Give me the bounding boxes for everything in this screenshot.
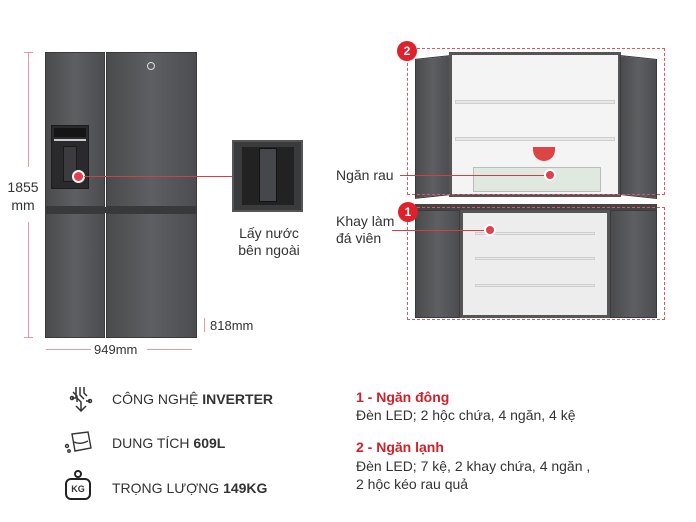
door-bottom-right <box>106 213 197 338</box>
fridge-compartment-outline <box>407 48 665 195</box>
ice-label: Khay làm đá viên <box>336 213 394 247</box>
inverter-circuit-icon <box>69 387 93 412</box>
feature-label: DUNG TÍCH <box>112 435 194 451</box>
compartment-desc: 2 hộc kéo rau quả <box>356 476 469 492</box>
feature-capacity: DUNG TÍCH 609L <box>64 430 324 456</box>
veg-marker <box>544 169 556 181</box>
feature-value: INVERTER <box>202 391 274 407</box>
compartment-title: 2 - Ngăn lạnh <box>356 439 444 455</box>
badge-2: 2 <box>397 41 417 61</box>
compartment-desc: Đèn LED; 2 hộc chứa, 4 ngăn, 4 kệ <box>356 407 576 423</box>
ice-marker <box>484 224 496 236</box>
feature-inverter: CÔNG NGHỆ INVERTER <box>68 386 328 412</box>
weight-icon: KG <box>65 478 91 500</box>
feature-label: TRỌNG LƯỢNG <box>112 480 224 496</box>
veg-label: Ngăn rau <box>336 167 394 183</box>
height-label: 1855 mm <box>6 178 40 214</box>
height-unit: mm <box>11 197 35 213</box>
badge-1: 1 <box>398 202 418 222</box>
width-label: 949mm <box>94 342 138 357</box>
feature-value: 609L <box>193 435 226 451</box>
logo-icon <box>147 62 155 70</box>
height-value: 1855 <box>7 179 39 195</box>
dispenser-inset <box>232 140 303 212</box>
feature-label: CÔNG NGHỆ <box>112 391 203 407</box>
fridge-closed <box>45 52 197 338</box>
feature-weight: KG TRỌNG LƯỢNG 149KG <box>65 470 325 500</box>
ice-label-line2: đá viên <box>336 230 382 246</box>
dispenser-label-line2: bên ngoài <box>238 242 300 258</box>
compartment-fridge: 2 - Ngăn lạnh Đèn LED; 7 kệ, 2 khay chứa… <box>356 438 590 494</box>
dispenser-leader-line <box>84 176 272 177</box>
freezer-compartment-outline <box>407 207 665 320</box>
compartment-desc: Đèn LED; 7 kệ, 2 khay chứa, 4 ngăn , <box>356 457 591 474</box>
feature-value: 149KG <box>223 480 268 496</box>
compartment-title: 1 - Ngăn đông <box>356 389 450 405</box>
dispenser-label-line1: Lấy nước <box>239 225 299 241</box>
dispenser-label: Lấy nước bên ngoài <box>235 225 303 259</box>
door-top-right <box>106 52 197 207</box>
compartment-freezer: 1 - Ngăn đông Đèn LED; 2 hộc chứa, 4 ngă… <box>356 388 576 424</box>
depth-label: 818mm <box>210 318 254 333</box>
door-bottom-left <box>45 213 105 338</box>
weight-icon-text: KG <box>71 484 85 494</box>
ice-label-line1: Khay làm <box>336 213 395 229</box>
height-line <box>28 52 29 167</box>
fridge-open <box>415 52 657 320</box>
capacity-icon <box>64 431 92 453</box>
width-line <box>46 349 91 350</box>
dispenser-panel <box>51 125 89 189</box>
